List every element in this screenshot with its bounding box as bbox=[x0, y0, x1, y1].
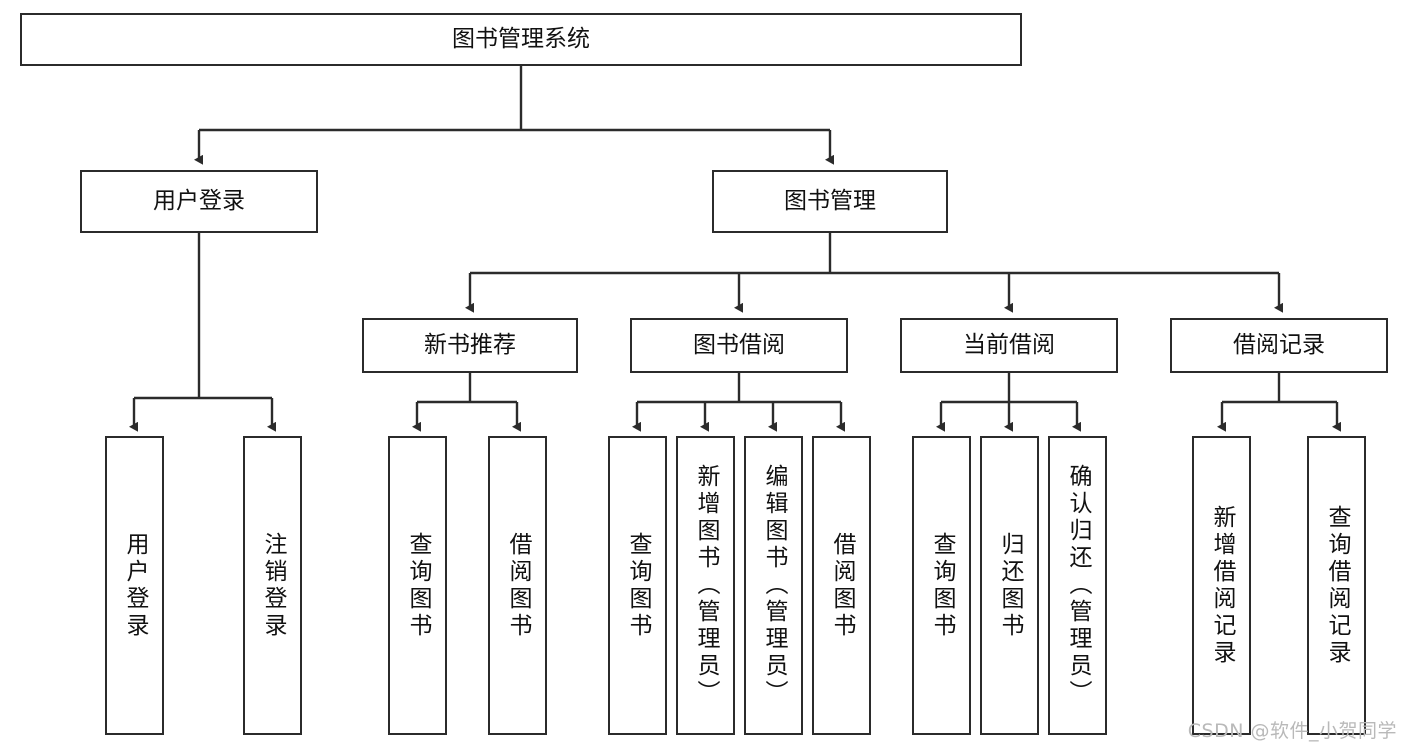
node-borrow-records[interactable]: 借阅记录 bbox=[1170, 318, 1388, 373]
node-label: 查询图书 bbox=[929, 531, 955, 640]
node-label: 新增图书（管理员） bbox=[693, 464, 719, 707]
leaf-return-books[interactable]: 归还图书 bbox=[980, 436, 1039, 735]
leaf-query-books-new-book[interactable]: 查询图书 bbox=[388, 436, 447, 735]
node-root-book-management-system[interactable]: 图书管理系统 bbox=[20, 13, 1022, 66]
node-label: 新书推荐 bbox=[424, 332, 516, 359]
node-label: 用户登录 bbox=[122, 531, 148, 640]
node-label: 查询图书 bbox=[405, 531, 431, 640]
node-label: 确认归还（管理员） bbox=[1065, 464, 1091, 707]
node-label: 归还图书 bbox=[997, 531, 1023, 640]
leaf-confirm-return-admin[interactable]: 确认归还（管理员） bbox=[1048, 436, 1107, 735]
node-label: 借阅图书 bbox=[829, 531, 855, 640]
node-label: 借阅图书 bbox=[505, 531, 531, 640]
leaf-add-book-admin[interactable]: 新增图书（管理员） bbox=[676, 436, 735, 735]
node-user-login[interactable]: 用户登录 bbox=[80, 170, 318, 233]
leaf-query-books-borrowing[interactable]: 查询图书 bbox=[608, 436, 667, 735]
node-label: 编辑图书（管理员） bbox=[761, 464, 787, 707]
node-label: 借阅记录 bbox=[1233, 332, 1325, 359]
node-book-management[interactable]: 图书管理 bbox=[712, 170, 948, 233]
node-label: 图书管理 bbox=[784, 188, 876, 215]
node-label: 查询图书 bbox=[625, 531, 651, 640]
leaf-borrow-books-new-book[interactable]: 借阅图书 bbox=[488, 436, 547, 735]
node-label: 用户登录 bbox=[153, 188, 245, 215]
leaf-query-borrow-record[interactable]: 查询借阅记录 bbox=[1307, 436, 1366, 735]
node-label: 图书借阅 bbox=[693, 332, 785, 359]
node-book-borrowing[interactable]: 图书借阅 bbox=[630, 318, 848, 373]
node-label: 图书管理系统 bbox=[452, 26, 590, 53]
node-label: 注销登录 bbox=[260, 531, 286, 640]
leaf-logout-login[interactable]: 注销登录 bbox=[243, 436, 302, 735]
node-current-borrowing[interactable]: 当前借阅 bbox=[900, 318, 1118, 373]
csdn-watermark: CSDN @软件_小贺同学 bbox=[1187, 720, 1397, 742]
node-label: 查询借阅记录 bbox=[1324, 504, 1350, 667]
node-new-book-recommendation[interactable]: 新书推荐 bbox=[362, 318, 578, 373]
leaf-query-books-current[interactable]: 查询图书 bbox=[912, 436, 971, 735]
leaf-add-borrow-record[interactable]: 新增借阅记录 bbox=[1192, 436, 1251, 735]
node-label: 新增借阅记录 bbox=[1209, 504, 1235, 667]
leaf-borrow-books-borrowing[interactable]: 借阅图书 bbox=[812, 436, 871, 735]
node-label: 当前借阅 bbox=[963, 332, 1055, 359]
leaf-edit-book-admin[interactable]: 编辑图书（管理员） bbox=[744, 436, 803, 735]
leaf-user-login[interactable]: 用户登录 bbox=[105, 436, 164, 735]
